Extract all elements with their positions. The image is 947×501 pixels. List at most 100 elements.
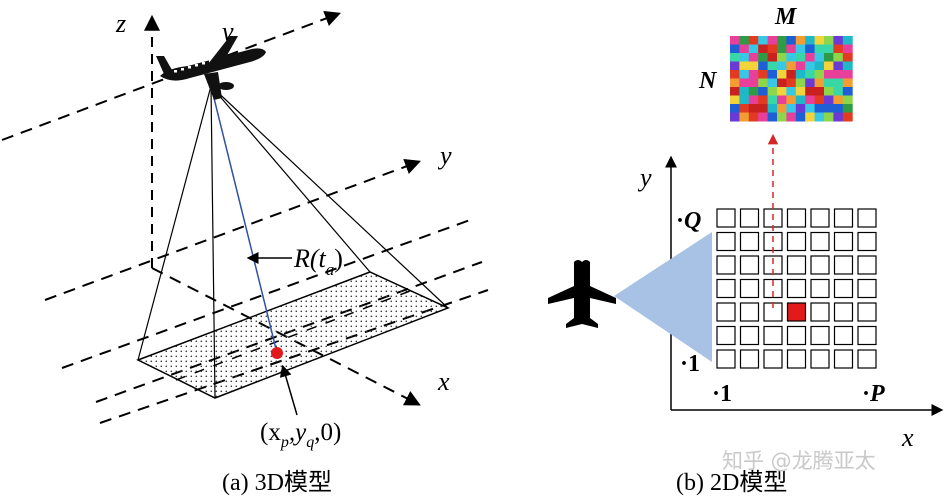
matrix-cell [748, 53, 759, 62]
grid-cell [739, 231, 760, 252]
matrix-cell [739, 53, 750, 62]
grid-cell [786, 349, 807, 369]
matrix-cell [786, 70, 797, 79]
matrix-cell [824, 36, 834, 45]
matrix-cell [805, 53, 816, 62]
matrix-cell [730, 36, 740, 45]
y-axis-label: y [437, 141, 452, 170]
matrix-cell [814, 70, 825, 79]
matrix-cell [730, 112, 740, 122]
grid-cell [833, 255, 854, 275]
pixel-grid [716, 208, 877, 369]
matrix-cell [833, 36, 844, 45]
matrix-cell [777, 36, 787, 45]
matrix-cell [824, 87, 834, 96]
panel-b-2d-model: y x ·Q ·1 ·1 ·P M N (b) 2D模型 [548, 4, 944, 496]
matrix-cell [814, 104, 825, 113]
matrix-cell [748, 104, 759, 113]
matrix-cell [777, 112, 787, 122]
matrix-cell [842, 112, 853, 122]
grid-cell [810, 255, 830, 275]
matrix-cell [786, 36, 797, 45]
matrix-cell [758, 78, 769, 88]
matrix-cell [739, 36, 750, 45]
matrix-cell [748, 70, 759, 79]
matrix-cell [814, 112, 825, 122]
grid-label-1-left: ·1 [680, 351, 700, 377]
matrix-cell [758, 36, 769, 45]
matrix-cell [805, 70, 816, 79]
matrix-cell [730, 78, 740, 88]
matrix-cell [805, 112, 816, 122]
matrix-cell [795, 78, 806, 88]
matrix-cell [795, 95, 806, 105]
matrix-cell [824, 61, 834, 71]
matrix-cell [814, 53, 825, 62]
matrix-cell [824, 44, 834, 54]
matrix-cell [795, 44, 806, 54]
matrix-cell [786, 112, 797, 122]
matrix-cell [795, 53, 806, 62]
matrix-cell [833, 44, 844, 54]
matrix-cell [842, 61, 853, 71]
matrix-cell [786, 95, 797, 105]
grid-cell [716, 302, 736, 322]
target-point-arrow [279, 364, 298, 416]
matrix-cell [767, 95, 778, 105]
matrix-cell [814, 61, 825, 71]
grid-cell [716, 349, 736, 369]
matrix-cell [842, 53, 853, 62]
matrix-cell [748, 87, 759, 96]
matrix-cell [739, 104, 750, 113]
b-x-axis-label: x [901, 423, 914, 452]
grid-cell [739, 325, 760, 346]
matrix-cell [767, 36, 778, 45]
matrix-cell [814, 44, 825, 54]
matrix-cell [758, 61, 769, 71]
grid-cell [716, 255, 736, 275]
grid-cell [739, 349, 760, 369]
matrix-cell [795, 112, 806, 122]
matrix-cell [824, 112, 834, 122]
grid-cell [833, 302, 854, 322]
matrix-cell [786, 53, 797, 62]
matrix-cell [795, 36, 806, 45]
matrix-cell [777, 95, 787, 105]
matrix-label-n: N [698, 68, 718, 94]
matrix-cell [786, 104, 797, 113]
b-y-axis-label: y [637, 163, 652, 192]
grid-cell [810, 325, 830, 346]
matrix-cell [833, 61, 844, 71]
beam-edge-1 [137, 85, 212, 361]
grid-cell [716, 231, 736, 252]
grid-label-q: ·Q [676, 208, 701, 234]
grid-cell [786, 325, 807, 346]
target-point-label: (xp,yq,0) [260, 419, 341, 451]
grid-cell-highlighted [786, 302, 807, 322]
matrix-cell [730, 70, 740, 79]
matrix-cell [777, 87, 787, 96]
matrix-cell [748, 44, 759, 54]
grid-cell [810, 208, 830, 228]
y-axis [44, 158, 422, 301]
matrix-cell [758, 70, 769, 79]
x-axis-label: x [437, 367, 450, 396]
grid-cell [857, 349, 877, 369]
matrix-cell [767, 70, 778, 79]
caption-a: (a) 3D模型 [222, 469, 332, 496]
matrix-cell [833, 95, 844, 105]
matrix-label-m: M [774, 4, 798, 30]
grid-cell [833, 208, 854, 228]
matrix-cell [814, 36, 825, 45]
grid-cell [739, 302, 760, 322]
matrix-cell [748, 112, 759, 122]
matrix-cell [767, 87, 778, 96]
matrix-cell [833, 78, 844, 88]
matrix-cell [842, 44, 853, 54]
beam-edge-4 [210, 85, 216, 399]
matrix-cell [730, 87, 740, 96]
z-axis-label: z [115, 9, 126, 38]
matrix-cell [833, 70, 844, 79]
matrix-cell [777, 44, 787, 54]
matrix-cell [805, 36, 816, 45]
